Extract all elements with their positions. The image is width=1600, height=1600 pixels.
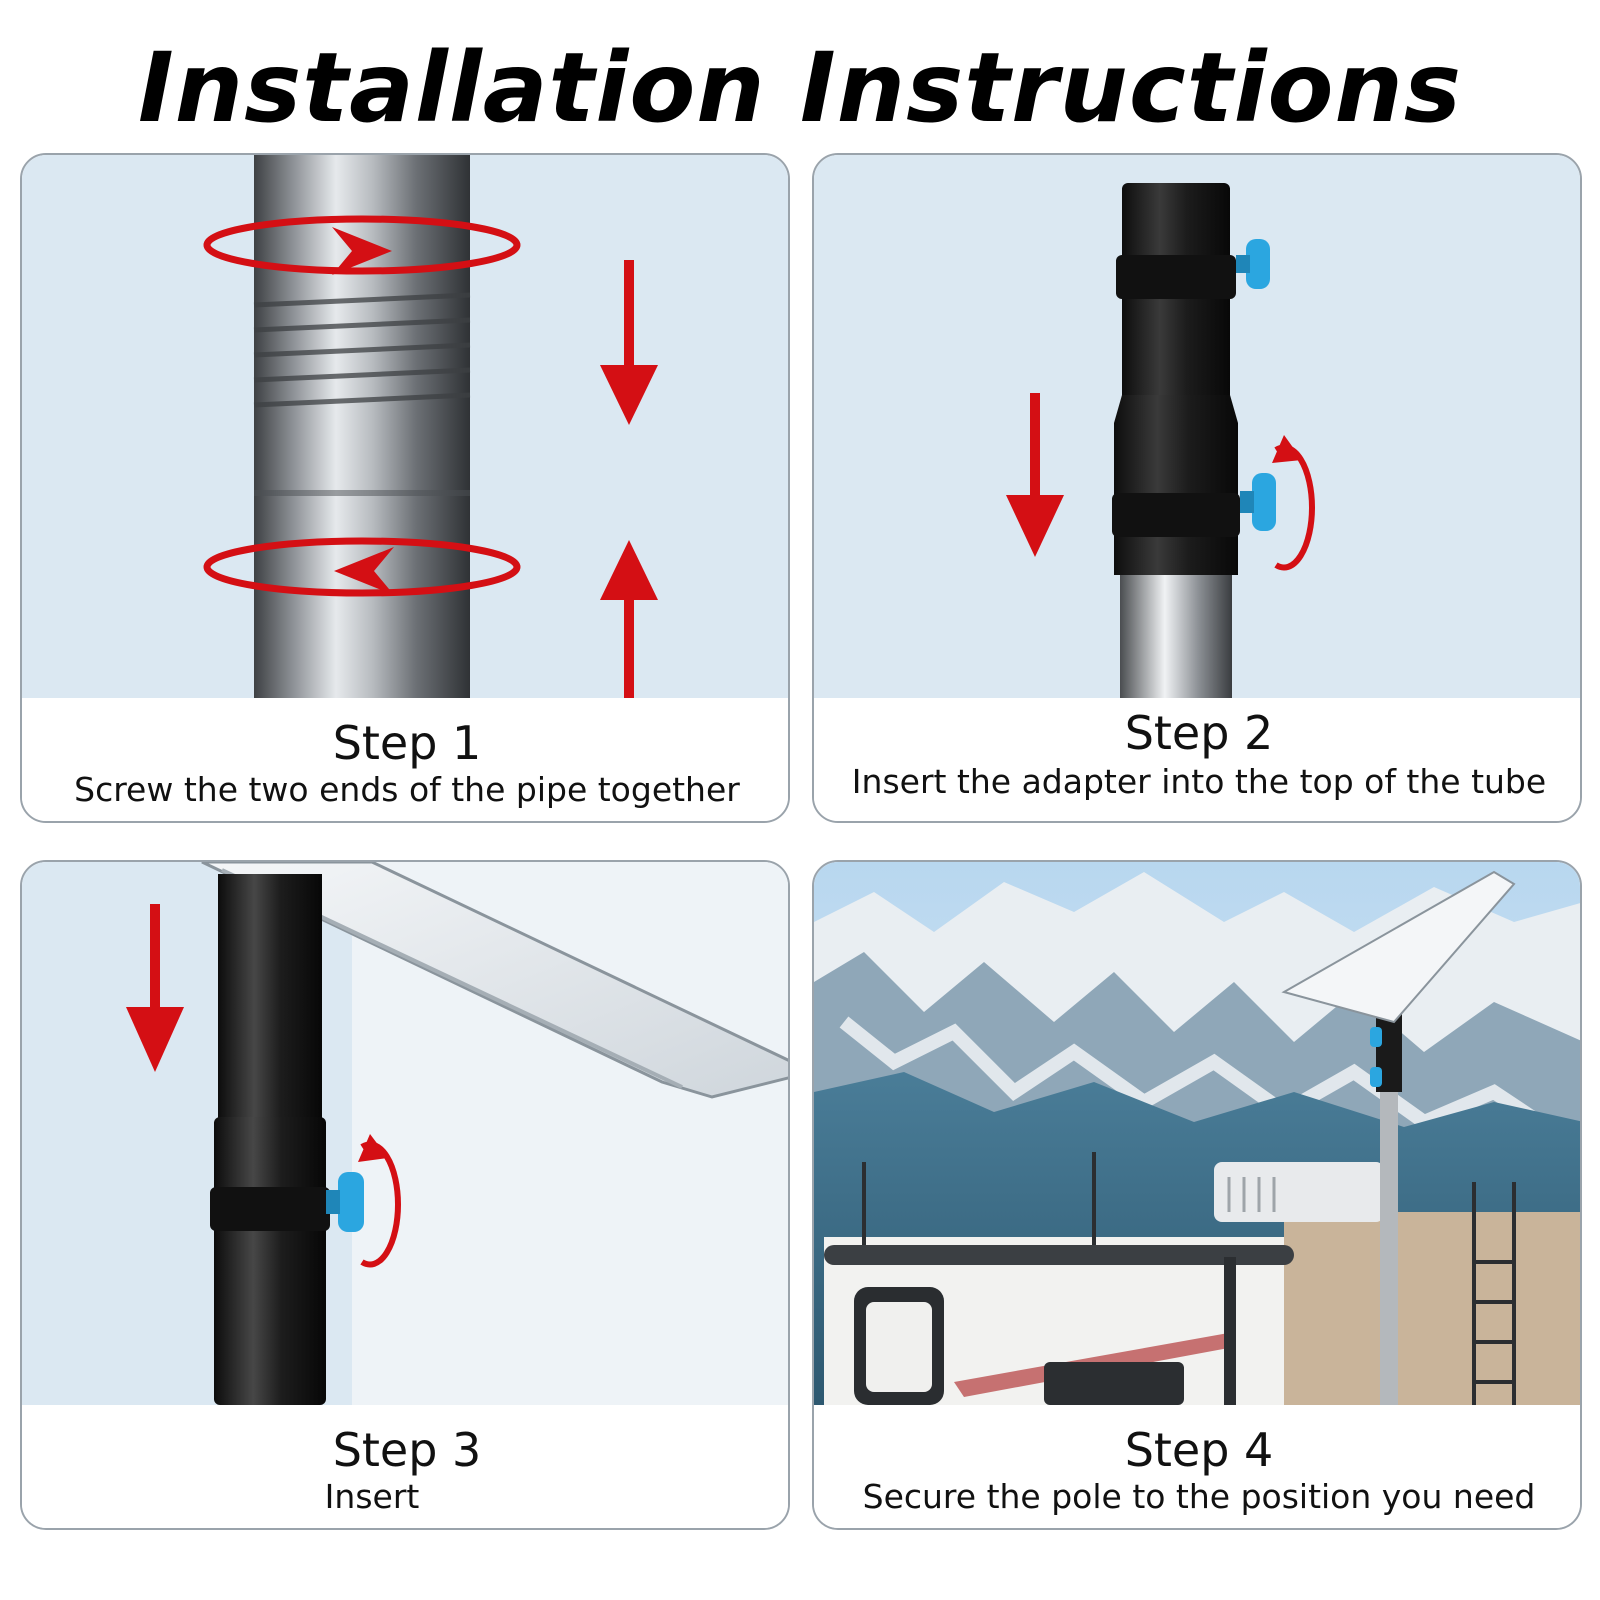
step-1-label: Step 1 xyxy=(332,716,482,770)
arrow-up-icon xyxy=(600,540,658,698)
step-4-photo xyxy=(814,862,1580,1405)
step-4-panel: Step 4 Secure the pole to the position y… xyxy=(812,860,1582,1530)
step-3-label: Step 3 xyxy=(332,1423,482,1477)
knob-bottom xyxy=(1252,473,1276,531)
arrow-down-icon xyxy=(126,904,184,1072)
page-title: Installation Instructions xyxy=(138,32,1462,144)
step-1-illustration xyxy=(22,155,788,698)
satellite-dish xyxy=(1281,870,1516,1024)
step-2-label: Step 2 xyxy=(1124,706,1274,760)
step-2-panel: Step 2 Insert the adapter into the top o… xyxy=(812,153,1582,823)
rotate-arrow-top xyxy=(203,215,521,275)
step-4-text: Secure the pole to the position you need xyxy=(862,1477,1536,1516)
step-2-illustration xyxy=(814,155,1580,698)
knob xyxy=(338,1172,364,1232)
step-1-text: Screw the two ends of the pipe together xyxy=(74,770,740,809)
step-1-panel: Step 1 Screw the two ends of the pipe to… xyxy=(20,153,790,823)
satellite-dish xyxy=(201,862,788,1099)
rotate-arrow-bottom xyxy=(203,537,521,597)
step-3-panel: Step 3 Insert xyxy=(20,860,790,1530)
pipe-silver xyxy=(254,155,470,698)
step-2-text: Insert the adapter into the top of the t… xyxy=(851,762,1547,801)
arrow-down-icon xyxy=(600,260,658,425)
step-3-text: Insert xyxy=(324,1477,420,1516)
mast xyxy=(218,874,322,1134)
adapter-body xyxy=(214,1117,326,1405)
step-4-label: Step 4 xyxy=(1124,1423,1274,1477)
pipe-threads xyxy=(253,292,471,408)
step-3-illustration xyxy=(22,862,788,1405)
arrow-down-icon xyxy=(1006,393,1064,557)
knob-top xyxy=(1246,239,1270,289)
